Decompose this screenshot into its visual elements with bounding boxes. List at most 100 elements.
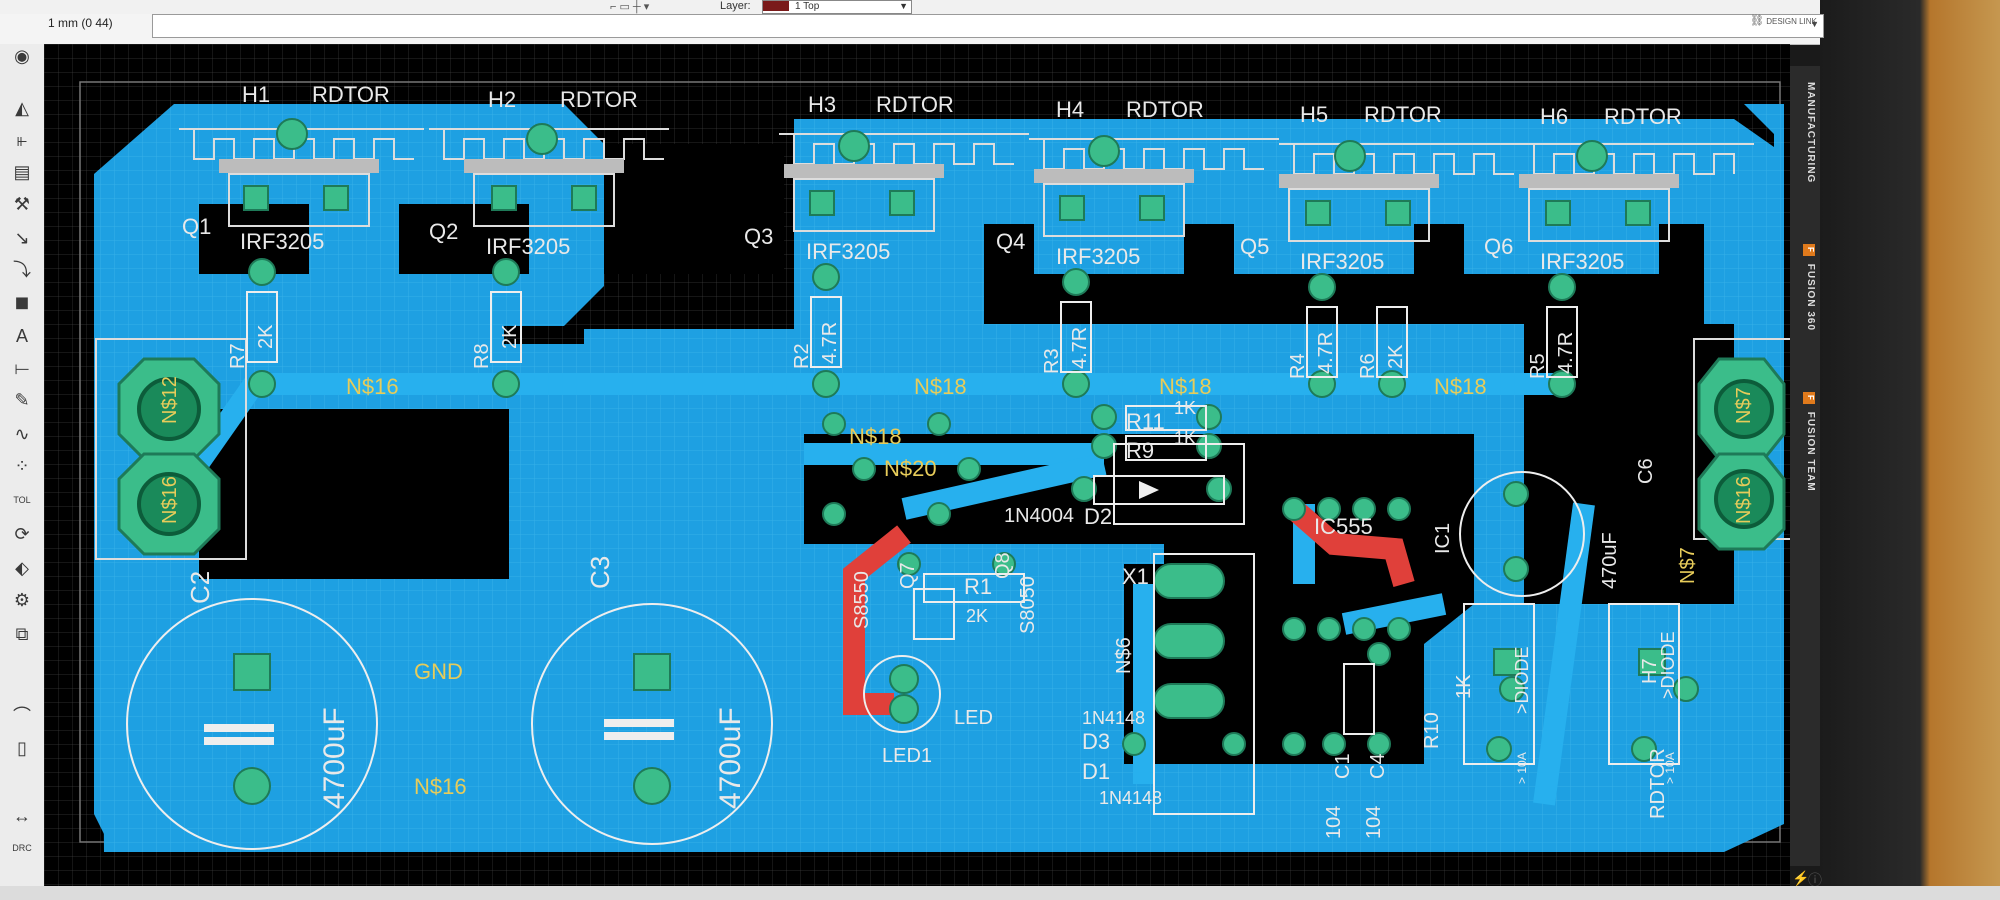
label-r10: R10 bbox=[1421, 712, 1443, 749]
tab-fusion-team[interactable]: F FUSION TEAM bbox=[1794, 392, 1816, 492]
photo-bezel-right bbox=[1820, 0, 2000, 900]
label-104: 104 bbox=[1363, 806, 1385, 839]
label-r4: R4 bbox=[1287, 353, 1309, 379]
label-rdtor: RDTOR bbox=[1647, 748, 1669, 819]
dimension-icon[interactable]: ↔ bbox=[13, 806, 31, 826]
meander-icon[interactable]: ∿ bbox=[14, 424, 30, 444]
label-10a: > 10A bbox=[1515, 752, 1529, 784]
screw-terminals bbox=[95, 338, 1790, 560]
line-icon[interactable]: ⟝ bbox=[14, 358, 30, 378]
label-4.7r: 4.7R bbox=[1555, 332, 1577, 374]
label-r9: R9 bbox=[1126, 438, 1154, 463]
chevron-down-icon[interactable]: ▼ bbox=[1810, 19, 1819, 29]
coordinate-readout: 1 mm (0 44) bbox=[48, 16, 113, 30]
tag-icon[interactable]: ⬖ bbox=[15, 558, 29, 578]
label-n18: N$18 bbox=[1434, 374, 1487, 399]
label-r7: R7 bbox=[227, 343, 249, 369]
label-c4: C4 bbox=[1367, 753, 1389, 779]
label-ic1: IC1 bbox=[1432, 523, 1454, 554]
label-q5: Q5 bbox=[1240, 234, 1269, 259]
label-led1: LED1 bbox=[882, 745, 932, 767]
layer-select[interactable]: 1 Top ▼ bbox=[762, 0, 912, 14]
label-diode: >DIODE bbox=[1512, 646, 1532, 714]
gear-icon[interactable]: ⚙ bbox=[13, 590, 31, 610]
tab-fusion-360[interactable]: F FUSION 360 bbox=[1794, 244, 1816, 331]
label-d1: D1 bbox=[1082, 759, 1110, 784]
label-r11: R11 bbox=[1126, 409, 1165, 434]
label-n18: N$18 bbox=[1159, 374, 1212, 399]
tab-manufacturing[interactable]: MANUFACTURING bbox=[1794, 82, 1816, 183]
resistor-outlines bbox=[246, 291, 1680, 765]
label-q7: Q7 bbox=[897, 562, 919, 589]
right-side-panel: MANUFACTURING F FUSION 360 F FUSION TEAM bbox=[1790, 66, 1820, 866]
label-c1: C1 bbox=[1332, 753, 1354, 779]
label-c6: C6 bbox=[1635, 458, 1657, 484]
label-4.7r: 4.7R bbox=[1069, 327, 1091, 369]
rotated-silkscreen-labels: R7 2K R8 2K R2 4.7R R3 4.7R R4 4.7R R6 2… bbox=[159, 322, 1790, 839]
label-n12: N$12 bbox=[159, 376, 181, 424]
draw-icon[interactable]: ✎ bbox=[14, 390, 30, 410]
tab-fusion-360-label: FUSION 360 bbox=[1805, 263, 1816, 332]
tab-manufacturing-label: MANUFACTURING bbox=[1805, 82, 1816, 184]
label-h2: H2 bbox=[488, 87, 516, 112]
label-d3: D3 bbox=[1082, 729, 1110, 754]
drc-tool-icon[interactable]: ⟳ bbox=[14, 524, 30, 544]
label-n16: N$16 bbox=[1733, 476, 1755, 524]
label-q8: Q8 bbox=[992, 552, 1014, 579]
command-input[interactable]: ▼ bbox=[152, 14, 1824, 38]
label-diode: >DIODE bbox=[1658, 631, 1678, 699]
arc-icon[interactable]: ⌒ bbox=[13, 706, 31, 726]
label-gnd: GND bbox=[414, 659, 463, 684]
label-ic555: IC555 bbox=[1314, 514, 1373, 539]
label-x1: X1 bbox=[1122, 564, 1149, 589]
circle-icon[interactable]: ◼ bbox=[14, 292, 30, 312]
fusion-icon: F bbox=[1803, 244, 1815, 256]
route-icon[interactable]: ↘ bbox=[14, 228, 30, 248]
layer-label: Layer: bbox=[720, 0, 751, 12]
label-h5: H5 bbox=[1300, 102, 1328, 127]
label-10a: > 10A bbox=[1663, 752, 1677, 784]
pcb-board[interactable]: H1 RDTOR H2 RDTOR H3 RDTOR H4 RDTOR H5 R… bbox=[44, 44, 1790, 886]
mosfet-tabs bbox=[219, 159, 1679, 188]
label-n6: N$6 bbox=[1113, 637, 1135, 674]
via-icon[interactable]: ⁘ bbox=[14, 456, 30, 476]
text-icon[interactable]: A bbox=[15, 326, 28, 346]
wrench-icon[interactable]: ⚒ bbox=[13, 194, 31, 214]
label-led: LED bbox=[954, 707, 993, 729]
align-icon[interactable]: ⫦ bbox=[16, 130, 28, 150]
split-icon[interactable]: ⧉ bbox=[15, 624, 29, 644]
label-2k: 2K bbox=[499, 324, 521, 349]
board-canvas[interactable]: H1 RDTOR H2 RDTOR H3 RDTOR H4 RDTOR H5 R… bbox=[44, 44, 1790, 886]
info-icon[interactable]: ⓘ bbox=[1808, 872, 1822, 888]
label-2k: 2K bbox=[255, 324, 277, 349]
label-1k: 1K bbox=[1174, 428, 1196, 448]
label-r1: R1 bbox=[964, 574, 992, 599]
label-1k: 1K bbox=[1453, 674, 1475, 699]
label-irf3205: IRF3205 bbox=[1540, 249, 1624, 274]
label-h4: H4 bbox=[1056, 97, 1084, 122]
label-1n4148: 1N4148 bbox=[1082, 708, 1145, 728]
chevron-down-icon: ▼ bbox=[899, 1, 908, 11]
rectangle-icon[interactable]: ▯ bbox=[17, 738, 27, 758]
design-link-button[interactable]: ⛓ DESIGN LINK bbox=[1750, 14, 1830, 40]
tool-palette: ◉ ◭ ⫦ ▤ ⚒ ↘ ⤵ ◼ A ⟝ ✎ ∿ ⁘ TOL ⟳ ⬖ ⚙ ⧉ ⌒ … bbox=[0, 44, 45, 886]
label-irf3205: IRF3205 bbox=[240, 229, 324, 254]
drc-icon[interactable]: DRC bbox=[12, 843, 32, 853]
label-irf3205: IRF3205 bbox=[806, 239, 890, 264]
label-rdtor: RDTOR bbox=[312, 82, 390, 107]
route-multiple-icon[interactable]: ⤵ bbox=[13, 260, 31, 280]
command-bar: 1 mm (0 44) ▼ ⛓ DESIGN LINK bbox=[0, 14, 1824, 45]
paste-icon[interactable]: ▤ bbox=[13, 162, 31, 182]
label-r8: R8 bbox=[471, 343, 493, 369]
toolbar-icons[interactable]: ⌐ ▭ ┼ ▾ bbox=[610, 1, 650, 13]
ratsnest-icon[interactable]: TOL bbox=[13, 495, 31, 505]
label-r3: R3 bbox=[1041, 348, 1063, 374]
label-s8550: S8550 bbox=[851, 571, 873, 629]
eye-icon[interactable]: ◉ bbox=[14, 46, 30, 66]
silkscreen-labels: H1 RDTOR H2 RDTOR H3 RDTOR H4 RDTOR H5 R… bbox=[182, 82, 1682, 808]
label-n7: N$7 bbox=[1677, 547, 1699, 584]
mirror-icon[interactable]: ◭ bbox=[15, 98, 29, 118]
lightning-icon[interactable]: ⚡ bbox=[1792, 870, 1810, 886]
label-4700uf: 4700uF bbox=[714, 707, 747, 809]
label-rdtor: RDTOR bbox=[560, 87, 638, 112]
